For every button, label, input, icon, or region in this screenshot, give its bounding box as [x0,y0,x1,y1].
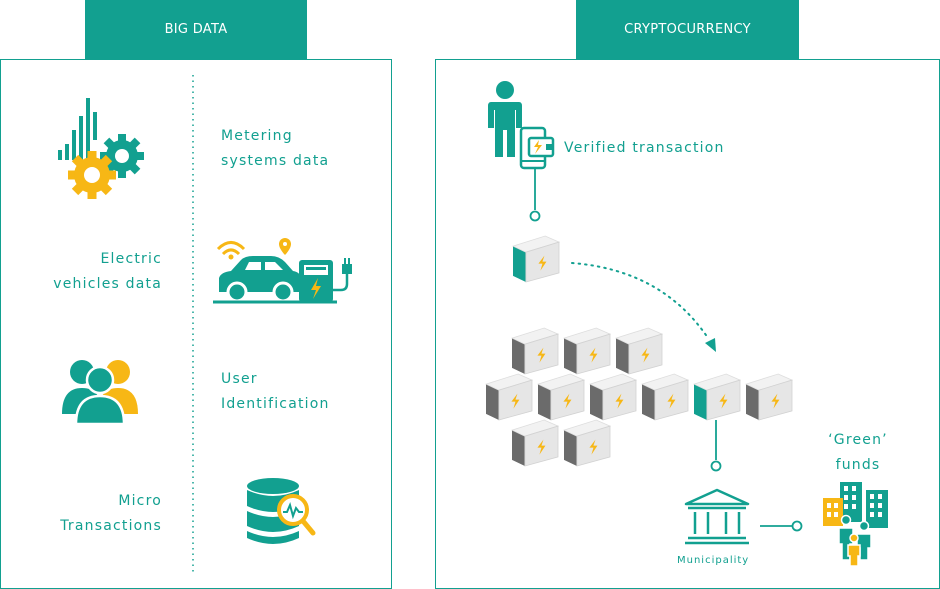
chain-block-6 [588,373,638,421]
green-funds-label-line2: funds [835,457,881,473]
green-funds-label: ‘Green’ funds [818,428,898,478]
gears-signal-icon [58,98,144,199]
users-group-icon [62,360,138,426]
chain-block-9 [744,373,794,421]
chain-block-2 [562,327,612,375]
ev-charging-icon [213,238,352,304]
verified-transaction-label: Verified transaction [564,140,725,156]
block-icon [511,235,561,283]
dotted-divider [192,75,194,575]
cryptocurrency-tab: CRYPTOCURRENCY [576,0,799,59]
chain-block-10 [510,419,560,467]
chain-block-3 [614,327,664,375]
connector-dot-bank [710,460,722,472]
metering-label-line1: Metering [221,128,293,144]
connector-line [529,168,541,222]
arrow-head [705,338,716,352]
user-identification-label-line1: User [221,371,258,387]
bank-building-icon [684,488,750,545]
chain-block-11 [562,419,612,467]
connector-dot-funds [791,520,803,532]
electric-vehicles-label-line1: Electric [100,251,162,267]
electric-vehicles-label-line2: vehicles data [53,276,162,292]
municipality-label: Municipality [677,555,750,566]
big-data-tab: BIG DATA [85,0,307,59]
metering-label: Metering systems data [221,124,329,174]
chain-block-5 [536,373,586,421]
micro-transactions-label-line2: Transactions [60,518,162,534]
person-icon [488,81,522,157]
micro-transactions-label-line1: Micro [118,493,162,509]
phone-wallet-icon [519,126,555,170]
micro-transactions-label: Micro Transactions [60,489,162,539]
database-search-icon [247,478,316,544]
dotted-arrow [571,262,709,339]
user-identification-label-line2: Identification [221,396,330,412]
chain-block-1 [510,327,560,375]
metering-label-line2: systems data [221,153,330,169]
electric-vehicles-label: Electric vehicles data [53,247,162,297]
user-identification-label: User Identification [221,367,330,417]
chain-block-4 [484,373,534,421]
new-chain-block [692,373,742,421]
city-people-icon [823,482,888,567]
chain-block-7 [640,373,690,421]
green-funds-label-line1: ‘Green’ [828,432,888,448]
